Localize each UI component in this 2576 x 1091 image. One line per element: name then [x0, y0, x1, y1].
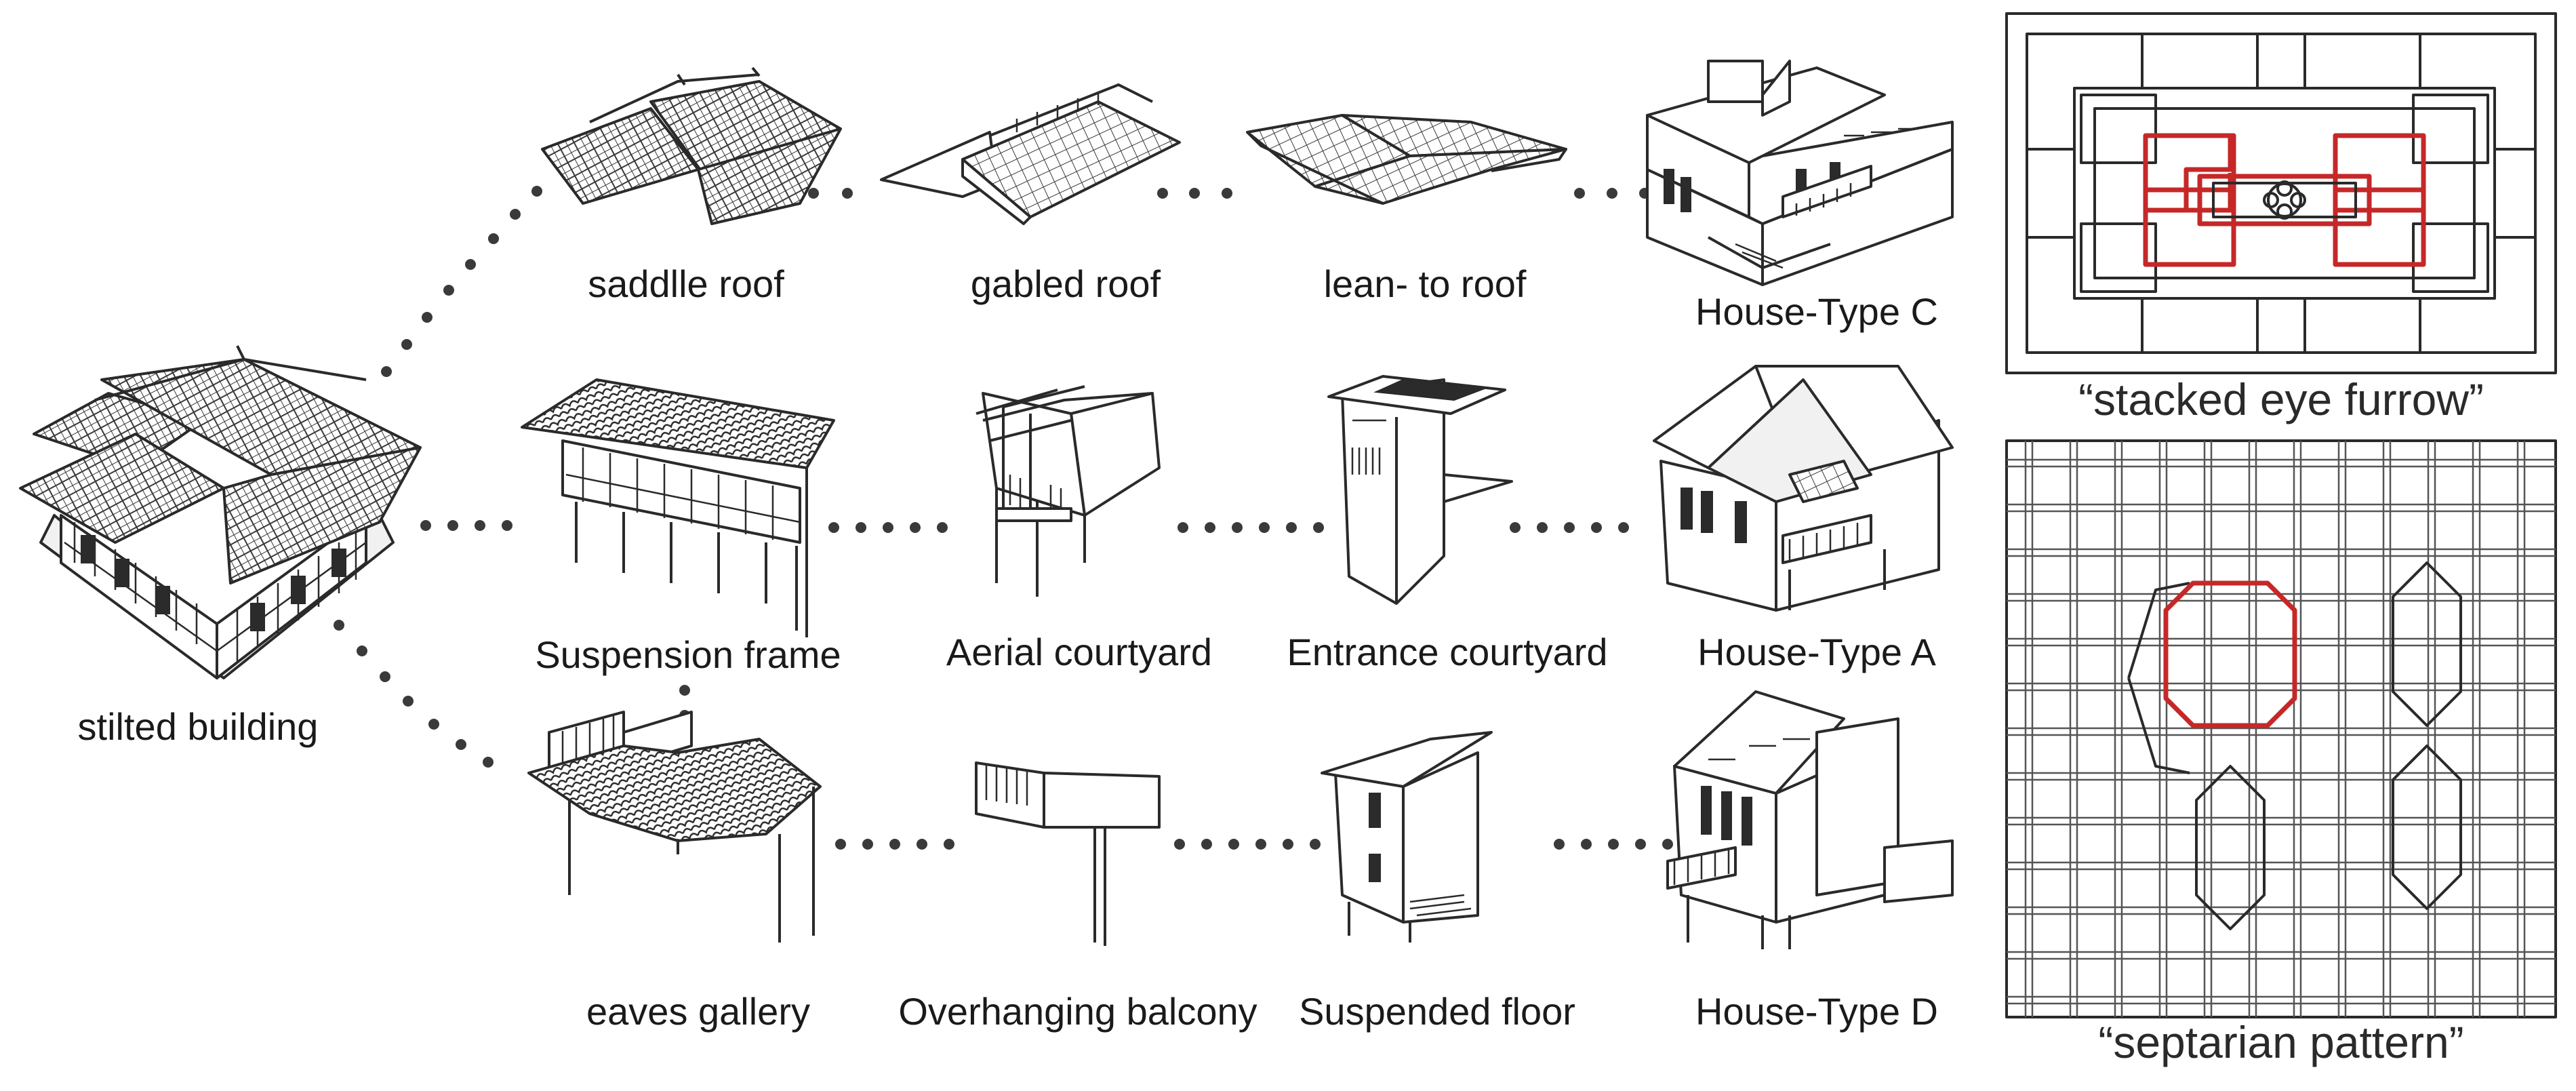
saddle-roof-drawing — [541, 66, 842, 225]
house-type-d-drawing — [1666, 690, 1954, 949]
septarian-pattern — [2005, 439, 2557, 1018]
label-entrance-courtyard: Entrance courtyard — [1287, 631, 1608, 673]
label-house-type-a: House-Type A — [1697, 631, 1936, 673]
label-suspension-frame: Suspension frame — [535, 633, 841, 676]
label-aerial-courtyard: Aerial courtyard — [946, 631, 1213, 673]
label-eaves-gallery: eaves gallery — [586, 990, 810, 1033]
label-septarian-pattern: “septarian pattern” — [2098, 1017, 2464, 1067]
stilted-building-drawing — [19, 345, 422, 679]
label-overhanging-balcony: Overhanging balcony — [898, 990, 1257, 1033]
connector-row2 — [828, 522, 1629, 533]
label-suspended-floor: Suspended floor — [1299, 990, 1575, 1033]
lean-to-roof-drawing — [1246, 114, 1567, 205]
label-house-type-d: House-Type D — [1695, 990, 1938, 1033]
aerial-courtyard-drawing — [975, 385, 1161, 597]
eaves-gallery-drawing — [527, 711, 822, 943]
label-stacked-eye-furrow: “stacked eye furrow” — [2078, 374, 2484, 424]
suspension-frame-drawing — [521, 378, 835, 637]
entrance-courtyard-drawing — [1327, 375, 1513, 605]
connector-row1 — [774, 188, 1650, 199]
connector-root-to-row1 — [381, 186, 542, 377]
house-type-c-drawing — [1646, 60, 1954, 286]
connector-row3 — [835, 839, 1673, 850]
stacked-eye-furrow-pattern — [2005, 12, 2557, 374]
connector-root-to-row2 — [420, 520, 512, 531]
suspended-floor-drawing — [1321, 731, 1493, 943]
label-lean-to-roof: lean- to roof — [1323, 262, 1527, 305]
gabled-roof-drawing — [880, 83, 1181, 225]
house-type-a-drawing — [1653, 365, 1954, 612]
label-house-type-c: House-Type C — [1695, 290, 1938, 333]
label-stilted-building: stilted building — [77, 705, 319, 748]
connector-root-to-row3 — [334, 620, 494, 768]
overhanging-balcony-drawing — [975, 761, 1161, 946]
label-gabled-roof: gabled roof — [970, 262, 1161, 305]
label-saddle-roof: saddlle roof — [588, 262, 784, 305]
